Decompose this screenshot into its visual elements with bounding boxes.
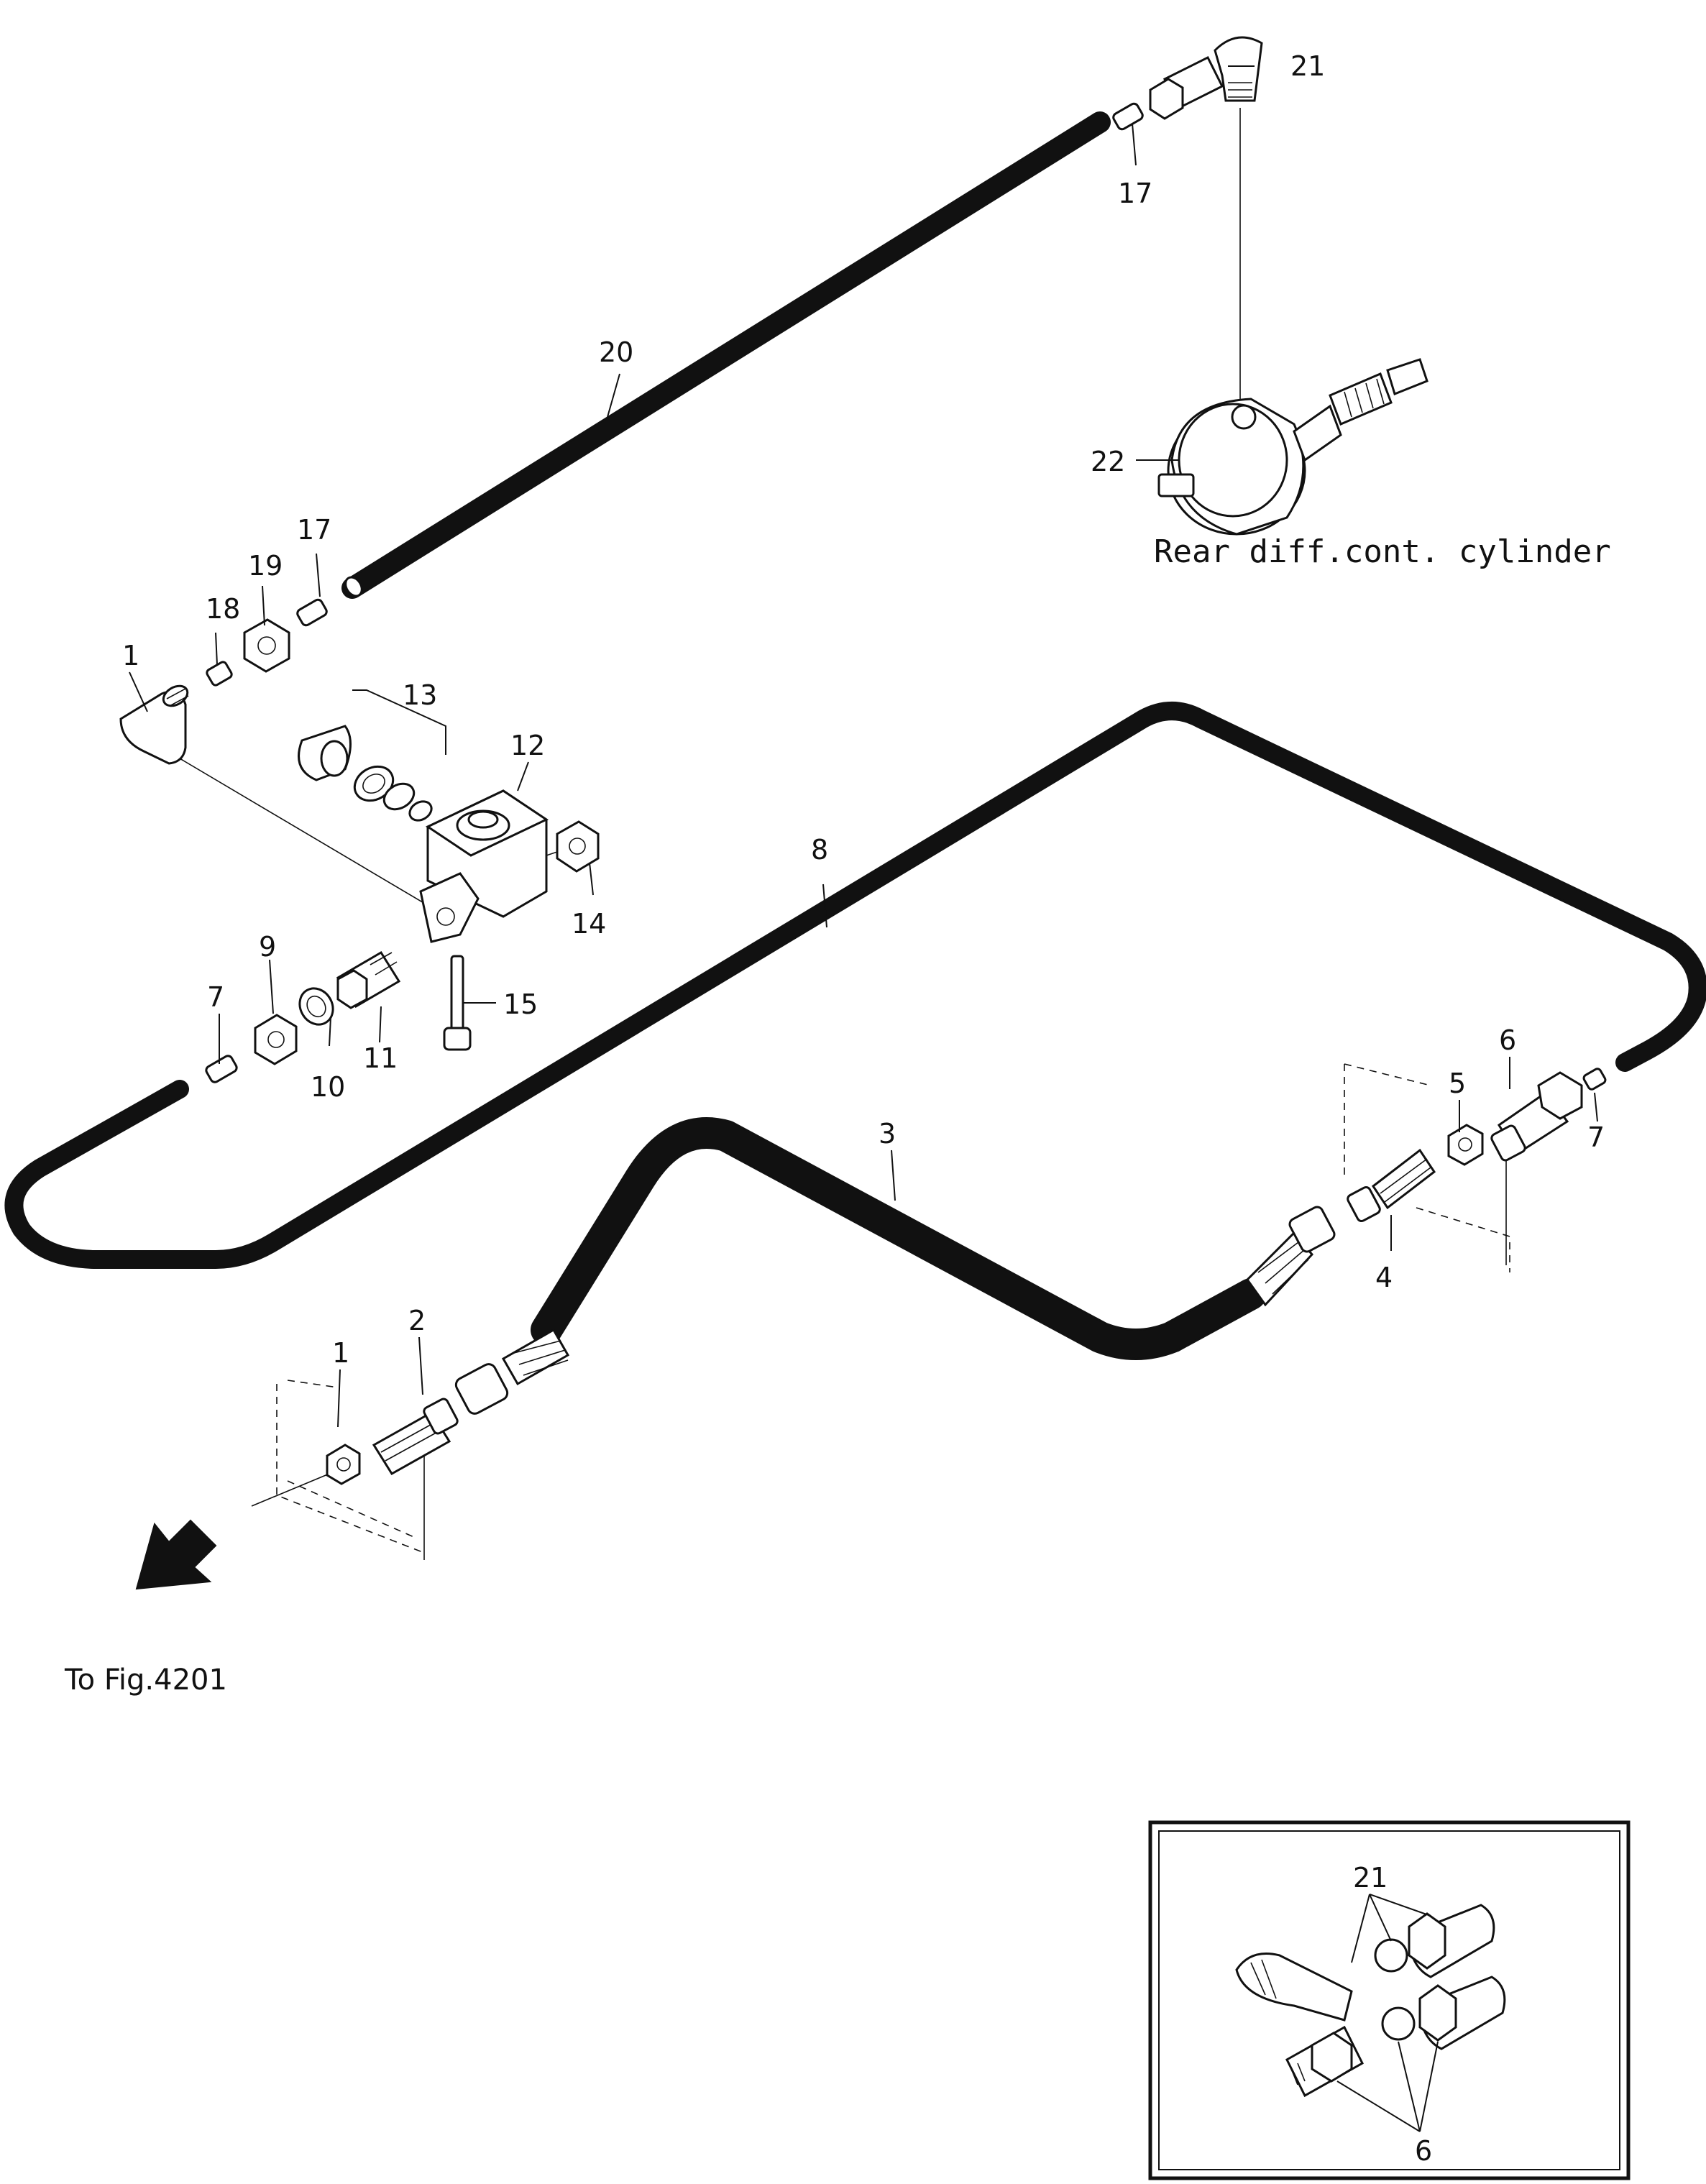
leader-lines	[129, 65, 1598, 1428]
part-label-17-right: 17	[1118, 178, 1152, 209]
part-label-15: 15	[503, 988, 538, 1020]
part-label-4: 4	[1375, 1262, 1393, 1293]
part-label-21-upper: 21	[1290, 50, 1325, 82]
part-label-3: 3	[879, 1118, 896, 1150]
inset-box	[1148, 1820, 1631, 2180]
hose-3-right-fitting	[1246, 1206, 1336, 1307]
nut-9	[254, 1014, 298, 1065]
part-label-7-right: 7	[1587, 1121, 1605, 1153]
nut-5	[1447, 1124, 1484, 1166]
caption-rear-diff-cylinder: Rear diff.cont. cylinder	[1154, 533, 1611, 570]
part-label-19: 19	[248, 550, 283, 582]
part-label-12: 12	[510, 730, 545, 761]
rear-diff-cylinder-22	[1157, 358, 1428, 536]
part-label-6-inset: 6	[1415, 2135, 1432, 2167]
part-labels: 21 17 20 22 17 19 18 1 13 12 8 14 9 7 15…	[122, 50, 1605, 2167]
direction-arrow-icon	[135, 1519, 217, 1590]
part-label-14: 14	[572, 908, 606, 940]
part-label-17-left: 17	[297, 514, 331, 546]
elbow-21-upper	[1149, 36, 1263, 120]
part-label-22: 22	[1091, 446, 1125, 477]
hose-3-left-fitting	[454, 1328, 570, 1415]
part-label-20: 20	[599, 336, 633, 368]
inset-elbow-21	[1235, 1904, 1495, 2022]
valve-12	[419, 789, 569, 943]
part-label-1-lower: 1	[332, 1337, 349, 1369]
bulkhead-right	[1344, 1063, 1607, 1272]
bulkhead-left	[251, 1380, 459, 1560]
caption-to-fig-4201: To Fig.4201	[64, 1664, 227, 1697]
part-label-21-inset: 21	[1353, 1862, 1388, 1894]
fitting-6	[1490, 1071, 1583, 1162]
part-label-5: 5	[1449, 1068, 1466, 1099]
part-label-7-left: 7	[207, 981, 224, 1013]
sleeve-7-right	[1582, 1068, 1607, 1091]
hose-3	[454, 1117, 1336, 1415]
nut-1-lower	[326, 1444, 361, 1485]
solenoid-kit-13	[298, 689, 446, 822]
inset-fitting-6	[1285, 1976, 1506, 2098]
part-label-9: 9	[259, 931, 276, 963]
nut-19	[243, 618, 290, 673]
part-label-1-upper: 1	[122, 640, 139, 671]
union-fitting-4	[1347, 1148, 1436, 1223]
union-fitting-2	[372, 1398, 459, 1476]
nut-14	[556, 820, 600, 873]
sleeve-17-right	[1112, 102, 1144, 131]
part-label-18: 18	[206, 593, 240, 625]
bolt-15	[443, 955, 472, 1051]
sleeve-17-left	[296, 598, 328, 627]
elbow-1-upper	[119, 684, 454, 921]
part-label-6-main: 6	[1499, 1024, 1516, 1056]
part-label-13: 13	[403, 679, 437, 711]
pipe-20	[341, 111, 1111, 599]
sleeve-10	[298, 987, 334, 1026]
union-11	[336, 950, 401, 1009]
left-fittings-cluster	[205, 950, 401, 1083]
sleeve-7-left	[205, 1055, 238, 1083]
pipe-8	[4, 702, 1706, 1269]
part-label-10: 10	[311, 1071, 345, 1103]
part-label-8: 8	[811, 834, 828, 866]
part-label-2: 2	[408, 1305, 426, 1336]
part-label-11-text: 11	[363, 1042, 398, 1074]
sleeve-18	[206, 661, 233, 687]
